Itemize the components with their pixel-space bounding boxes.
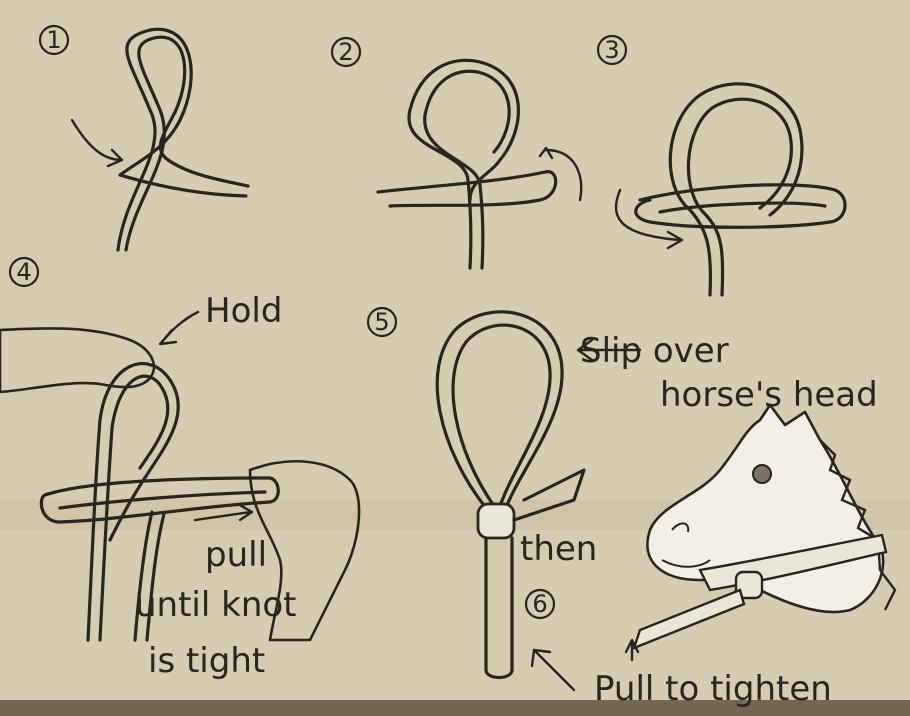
step-5-number: 5 — [374, 308, 389, 336]
label-pull-line1: pull — [205, 535, 267, 575]
step-5-knot — [478, 504, 514, 538]
label-then: then — [520, 529, 597, 569]
label-pull-line2: until knot — [135, 585, 297, 625]
label-pull-to-tighten: Pull to tighten — [594, 669, 832, 709]
step-3-number: 3 — [604, 36, 619, 64]
horse-eye — [753, 465, 771, 483]
label-pull-line3: is tight — [148, 641, 265, 681]
label-hold: Hold — [205, 291, 282, 331]
step-2-number: 2 — [338, 38, 353, 66]
step-1-number: 1 — [46, 26, 61, 54]
step-4-number: 4 — [16, 258, 31, 286]
step-6-number: 6 — [532, 590, 547, 618]
